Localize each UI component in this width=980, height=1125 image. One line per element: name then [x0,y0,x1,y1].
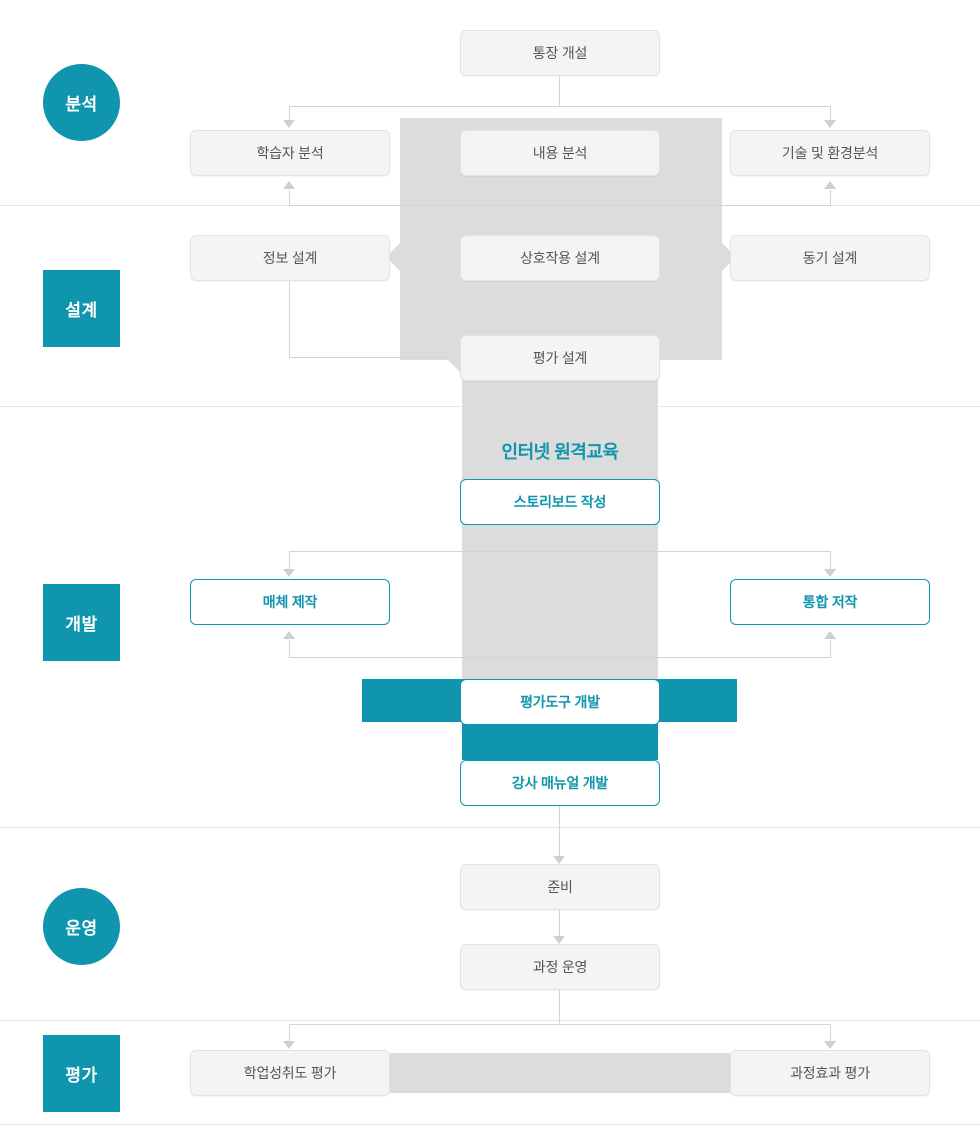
node-tech-env-analysis[interactable]: 기술 및 환경분석 [730,130,930,176]
line-analysis-return [289,205,831,206]
stage-chip-development[interactable]: 개발 [43,584,120,661]
node-learner-analysis[interactable]: 학습자 분석 [190,130,390,176]
stage-chip-operation[interactable]: 운영 [43,888,120,965]
node-label: 강사 매뉴얼 개발 [511,774,609,791]
node-label: 과정효과 평가 [790,1064,870,1081]
stage-label-evaluation: 평가 [65,1066,98,1085]
node-preparation[interactable]: 준비 [460,864,660,910]
node-label: 과정 운영 [532,958,588,975]
teal-bar-connector [462,722,658,760]
node-motivation-design[interactable]: 동기 설계 [730,235,930,281]
line-prep-to-operation [559,910,560,938]
line-dev-distribute [289,551,831,552]
node-evaluation-design[interactable]: 평가 설계 [460,335,660,381]
arrow-to-integrated-authoring [824,569,836,577]
arrow-to-preparation [553,856,565,864]
stage-label-operation: 운영 [65,919,98,938]
arrow-return-integrated [824,631,836,639]
arrow-to-learner-analysis [283,120,295,128]
line-infodesign-down [289,280,290,358]
stage-label-analysis: 분석 [65,95,98,114]
arrow-to-tech-analysis [824,120,836,128]
diagram-heading: 인터넷 원격교육 [501,442,619,462]
arrow-to-achievement-eval [283,1041,295,1049]
arrow-to-media-production [283,569,295,577]
line-to-tech-analysis [830,106,831,122]
line-return-media [289,640,290,657]
line-to-learner-analysis [289,106,290,122]
node-media-production[interactable]: 매체 제작 [190,579,390,625]
section-divider-operation [0,1020,980,1021]
node-label: 준비 [547,878,573,895]
node-label: 학업성취도 평가 [243,1064,337,1081]
node-label: 평가도구 개발 [520,693,600,710]
node-label: 스토리보드 작성 [513,493,607,510]
section-divider-development [0,827,980,828]
node-account-open[interactable]: 통장 개설 [460,30,660,76]
flow-band-notch-down [448,346,462,374]
node-info-design[interactable]: 정보 설계 [190,235,390,281]
arrow-return-tech [824,181,836,189]
stage-chip-design[interactable]: 설계 [43,270,120,347]
node-interaction-design[interactable]: 상호작용 설계 [460,235,660,281]
flow-band-evaluation [390,1053,730,1093]
node-label: 정보 설계 [262,249,318,266]
stage-label-design: 설계 [65,301,98,320]
node-label: 동기 설계 [802,249,858,266]
arrow-return-media [283,631,295,639]
node-instructor-manual-development[interactable]: 강사 매뉴얼 개발 [460,760,660,806]
line-to-course-effect [830,1024,831,1043]
line-to-integrated [830,551,831,571]
arrow-return-learner [283,181,295,189]
line-manual-to-prep [559,805,560,860]
line-infodesign-to-center [289,357,451,358]
arrow-to-course-effect-eval [824,1041,836,1049]
line-eval-distribute [289,1024,831,1025]
line-accountopen-down [559,76,560,106]
line-return-integrated [830,640,831,657]
node-label: 통합 저작 [802,593,858,610]
node-label: 매체 제작 [262,593,318,610]
stage-chip-analysis[interactable]: 분석 [43,64,120,141]
node-course-effect-evaluation[interactable]: 과정효과 평가 [730,1050,930,1096]
node-label: 통장 개설 [532,44,588,61]
stage-chip-evaluation[interactable]: 평가 [43,1035,120,1112]
line-operation-down [559,990,560,1025]
node-label: 평가 설계 [532,349,588,366]
line-return-tech [830,190,831,205]
line-to-achievement [289,1024,290,1043]
line-analysis-distribute [289,106,831,107]
node-label: 상호작용 설계 [520,249,600,266]
node-label: 학습자 분석 [256,144,324,161]
node-content-analysis[interactable]: 내용 분석 [460,130,660,176]
arrow-to-course-operation [553,936,565,944]
line-dev-return [289,657,831,658]
line-return-learner [289,190,290,205]
node-storyboard[interactable]: 스토리보드 작성 [460,479,660,525]
stage-label-development: 개발 [65,615,98,634]
node-assessment-tool-development[interactable]: 평가도구 개발 [460,679,660,725]
node-integrated-authoring[interactable]: 통합 저작 [730,579,930,625]
node-label: 내용 분석 [532,144,588,161]
flow-band-narrow [462,360,658,690]
line-to-media [289,551,290,571]
node-achievement-evaluation[interactable]: 학업성취도 평가 [190,1050,390,1096]
node-course-operation[interactable]: 과정 운영 [460,944,660,990]
node-label: 기술 및 환경분석 [781,144,879,161]
